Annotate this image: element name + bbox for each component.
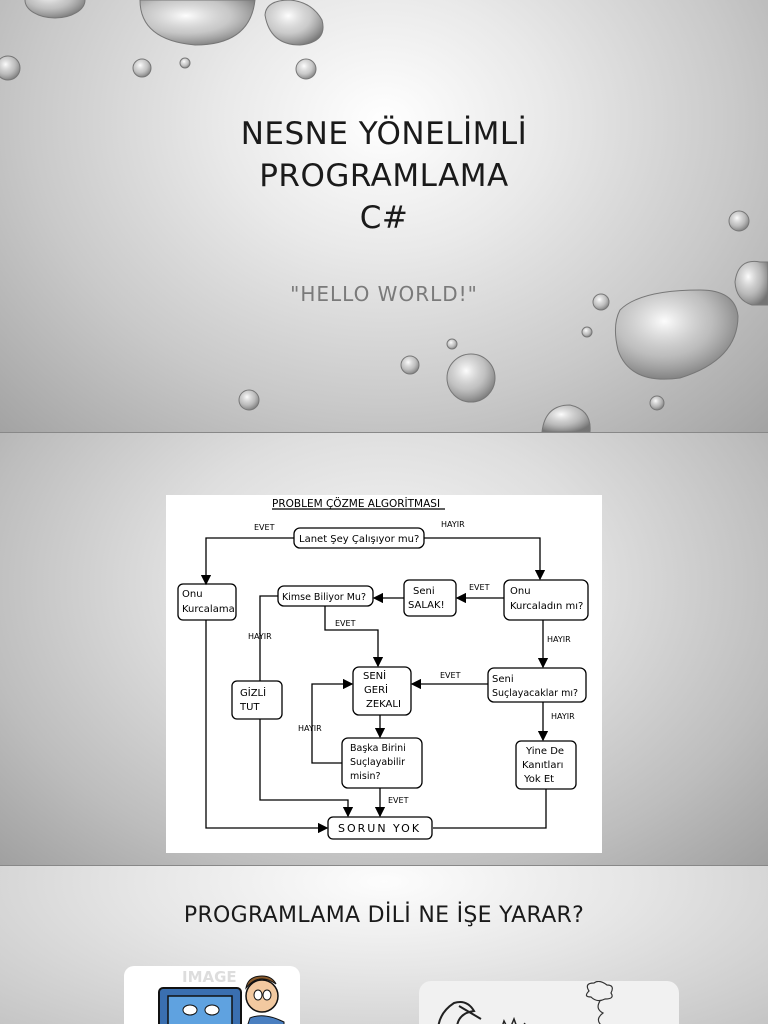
flowchart-slide: PROBLEM ÇÖZME ALGORİTMASI Lanet Şey Çalı… — [0, 433, 768, 865]
label-yes-4: EVET — [440, 671, 461, 680]
slide-title: PROGRAMLAMA DİLİ NE İŞE YARAR? — [183, 903, 585, 928]
label-no-2: HAYIR — [547, 635, 571, 644]
node-idiot-text-2: GERİ — [364, 683, 388, 696]
title-line-2: PROGRAMLAMA — [259, 158, 509, 194]
cartoon-computer-illustration — [158, 975, 285, 1024]
node-destroy-text-2: Kanıtları — [522, 760, 563, 771]
slide-subtitle: "HELLO WORLD!" — [290, 282, 478, 306]
node-dont-touch-text-2: Kurcalama — [182, 604, 235, 615]
water-drops-decoration — [0, 0, 768, 432]
node-touched-text-2: Kurcaladın mı? — [510, 601, 583, 612]
programming-language-slide: PROGRAMLAMA DİLİ NE İŞE YARAR? IMAGE — [0, 866, 768, 1024]
node-blame-other-text-3: misin? — [350, 771, 381, 782]
node-destroy-text-3: Yok Et — [523, 774, 554, 785]
node-hide-text-2: TUT — [239, 702, 260, 713]
node-hide-box — [231, 680, 283, 720]
title-line-1: NESNE YÖNELİMLİ — [240, 116, 528, 152]
label-yes-1: EVET — [254, 523, 275, 532]
node-who-knows-text: Kimse Biliyor Mu? — [282, 592, 366, 603]
flowchart-heading: PROBLEM ÇÖZME ALGORİTMASI — [272, 497, 440, 510]
cartoon-sketch-image — [419, 981, 679, 1024]
label-yes-3: EVET — [335, 619, 356, 628]
label-no-3: HAYIR — [248, 632, 272, 641]
flowchart-diagram: PROBLEM ÇÖZME ALGORİTMASI Lanet Şey Çalı… — [177, 497, 589, 840]
title-slide: NESNE YÖNELİMLİ PROGRAMLAMA C# "HELLO WO… — [0, 0, 768, 432]
node-blame-other-text-2: Suçlayabilir — [350, 757, 405, 768]
sketch-illustration — [437, 981, 613, 1024]
slide-title: NESNE YÖNELİMLİ PROGRAMLAMA C# — [0, 113, 768, 239]
node-blame-other-text-1: Başka Birini — [350, 743, 406, 754]
label-no-5: HAYIR — [298, 724, 322, 733]
node-hide-text-1: GİZLİ — [240, 686, 266, 699]
node-dont-touch-text-1: Onu — [182, 589, 203, 600]
node-touched-box — [503, 579, 589, 621]
node-touched-text-1: Onu — [510, 586, 531, 597]
node-blame-you-text-1: Seni — [492, 674, 514, 685]
label-yes-5: EVET — [388, 796, 409, 805]
title-line-3: C# — [359, 200, 409, 236]
node-destroy-text-1: Yine De — [525, 746, 564, 757]
node-idiot-text-3: ZEKALI — [366, 699, 401, 710]
node-stupid-text-2: SALAK! — [408, 600, 445, 611]
flowchart-image: PROBLEM ÇÖZME ALGORİTMASI Lanet Şey Çalı… — [166, 495, 602, 853]
node-no-problem-text: SORUN YOK — [338, 822, 421, 835]
node-idiot-text-1: SENİ — [363, 669, 386, 682]
label-yes-2: EVET — [469, 583, 490, 592]
node-blame-you-box — [487, 667, 587, 703]
label-no-1: HAYIR — [441, 520, 465, 529]
cartoon-computer-image: IMAGE — [124, 966, 300, 1024]
image-watermark: IMAGE — [182, 968, 237, 986]
node-stupid-text-1: Seni — [413, 586, 435, 597]
node-blame-you-text-2: Suçlayacaklar mı? — [492, 688, 578, 699]
node-works-text: Lanet Şey Çalışıyor mu? — [299, 534, 419, 545]
label-no-4: HAYIR — [551, 712, 575, 721]
